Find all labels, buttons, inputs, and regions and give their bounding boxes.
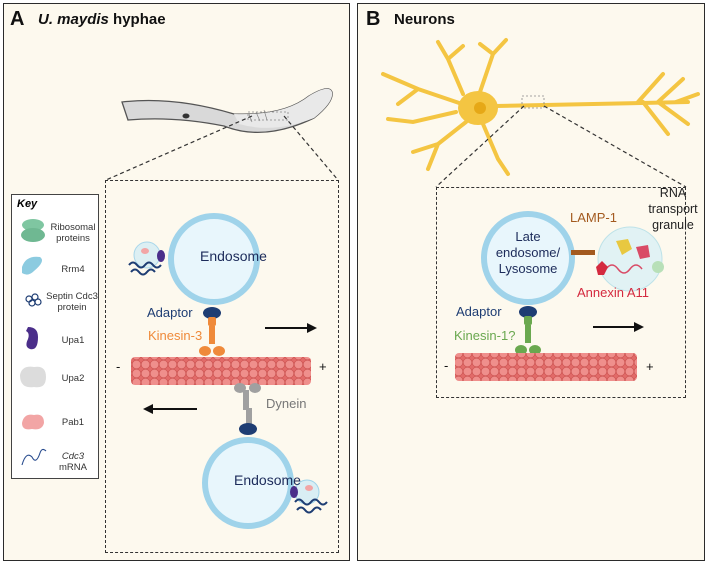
zoom-box-a — [105, 180, 339, 553]
plus-end-a: + — [319, 359, 327, 374]
lamp-1-label: LAMP-1 — [570, 210, 617, 225]
adaptor-bottom — [239, 423, 257, 435]
kinesin-1-label: Kinesin-1? — [454, 328, 516, 343]
panel-b: B Neurons — [357, 3, 705, 561]
pab1-icon — [22, 414, 44, 430]
zoom-box-b — [436, 187, 686, 398]
zoom-lines — [105, 111, 339, 181]
annexin-a11-protein — [596, 261, 608, 275]
upa2-icon — [20, 366, 46, 388]
key-upa2-label: Upa2 — [61, 373, 85, 384]
panel-b-letter: B — [366, 8, 381, 30]
minus-end-b: - — [444, 358, 449, 373]
microtubule-a — [131, 357, 311, 385]
dynein-motor — [234, 383, 261, 426]
adaptor-top — [203, 307, 221, 319]
endosome-top — [168, 213, 260, 305]
panel-a: A U. maydis hyphae Key — [3, 3, 350, 561]
key-pab1-label: Pab1 — [61, 417, 85, 428]
zoom-lines-b — [435, 105, 687, 188]
panel-a-title: U. maydis hyphae — [38, 11, 166, 28]
late-endosome — [481, 211, 575, 305]
microtubule-b — [455, 353, 637, 381]
key-legend: Key — [11, 194, 99, 479]
dynein-label: Dynein — [266, 396, 307, 411]
mrna-icon — [21, 448, 47, 466]
ribosomal-protein-icon — [21, 219, 45, 242]
cargo-cluster-top — [128, 241, 165, 276]
plus-end-b: + — [646, 359, 654, 374]
key-rrm4-label: Rrm4 — [61, 264, 85, 275]
panel-a-letter: A — [10, 8, 25, 30]
key-title: Key — [17, 198, 38, 210]
transport-diagram-a — [128, 213, 328, 529]
upa1-icon — [26, 327, 38, 350]
panel-b-title: Neurons — [394, 11, 455, 28]
adaptor-b — [519, 306, 537, 318]
rrm4-icon — [22, 256, 42, 275]
cargo-cluster-bottom — [290, 479, 328, 514]
rna-granule — [597, 226, 664, 292]
kinesin-3-motor — [199, 317, 225, 356]
annexin-a11-label: Annexin A11 — [577, 285, 650, 300]
adaptor-label-a: Adaptor — [147, 305, 193, 320]
kinesin-1-motor — [515, 316, 541, 355]
endosome-bottom-label: Endosome — [234, 472, 301, 488]
adaptor-label-b: Adaptor — [456, 304, 502, 319]
lamp-1-tether — [571, 250, 595, 255]
endosome-bottom — [202, 437, 294, 529]
endosome-top-label: Endosome — [200, 248, 267, 264]
kinesin-3-label: Kinesin-3 — [148, 328, 203, 343]
septin-icon — [25, 293, 42, 307]
key-icons — [20, 219, 47, 466]
key-upa1-label: Upa1 — [61, 335, 85, 346]
transport-diagram-b — [455, 211, 664, 381]
minus-end-a: - — [116, 359, 121, 374]
neuron-illustration — [381, 38, 700, 176]
